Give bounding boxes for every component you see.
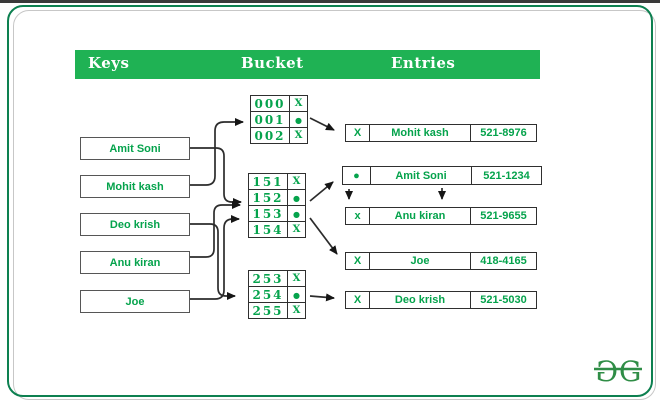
bucket-flag: X bbox=[294, 130, 303, 141]
entry-flag: X bbox=[346, 253, 370, 269]
bucket-pointer-dot: ● bbox=[293, 208, 300, 219]
bucket-index: 153 bbox=[249, 206, 288, 221]
bucket-table-151: 151 X 152 ● 153 ● 154 X bbox=[248, 173, 306, 238]
entry-name: Deo krish bbox=[370, 292, 471, 308]
bucket-row-255: 255 X bbox=[249, 303, 305, 318]
entry-phone: 521-8976 bbox=[480, 127, 527, 139]
bucket-flag: X bbox=[294, 98, 303, 109]
entry-phone: 521-5030 bbox=[480, 294, 527, 306]
entry-row-amit-soni: ● Amit Soni 521-1234 bbox=[342, 166, 542, 185]
entry-flag: x bbox=[346, 208, 370, 224]
entry-phone: 521-9655 bbox=[480, 210, 527, 222]
bucket-row-154: 154 X bbox=[249, 222, 305, 237]
frame-border bbox=[7, 5, 653, 397]
bucket-index: 253 bbox=[249, 271, 288, 286]
bucket-flag: X bbox=[292, 273, 301, 284]
bucket-row-001: 001 ● bbox=[251, 112, 307, 128]
bucket-row-254: 254 ● bbox=[249, 287, 305, 303]
logo-letter-g: G bbox=[619, 355, 641, 388]
bucket-index: 151 bbox=[249, 174, 288, 189]
bucket-pointer-dot: ● bbox=[293, 192, 300, 203]
entry-name: Joe bbox=[370, 253, 471, 269]
entry-row-anu-kiran: x Anu kiran 521-9655 bbox=[345, 207, 537, 225]
bucket-index: 255 bbox=[249, 303, 288, 318]
entry-name: Mohit kash bbox=[370, 125, 471, 141]
entry-phone: 521-1234 bbox=[483, 169, 530, 182]
bucket-table-253: 253 X 254 ● 255 X bbox=[248, 270, 306, 319]
bucket-index: 254 bbox=[249, 287, 288, 302]
geeksforgeeks-logo: G G bbox=[594, 355, 642, 388]
column-header-entries: Entries bbox=[391, 54, 456, 72]
key-box-anu-kiran: Anu kiran bbox=[80, 251, 190, 274]
bucket-index: 000 bbox=[251, 96, 290, 111]
entry-row-mohit-kash: X Mohit kash 521-8976 bbox=[345, 124, 537, 142]
key-box-deo-krish: Deo krish bbox=[80, 213, 190, 236]
bucket-row-000: 000 X bbox=[251, 96, 307, 112]
bucket-index: 154 bbox=[249, 222, 288, 237]
bucket-flag: X bbox=[292, 176, 301, 187]
bucket-row-002: 002 X bbox=[251, 128, 307, 143]
bucket-pointer-dot: ● bbox=[295, 114, 302, 125]
bucket-index: 001 bbox=[251, 112, 290, 127]
bucket-row-151: 151 X bbox=[249, 174, 305, 190]
video-top-strip bbox=[0, 0, 660, 3]
entry-pointer-dot: ● bbox=[343, 167, 371, 184]
bucket-index: 002 bbox=[251, 128, 290, 143]
column-header-bucket: Bucket bbox=[241, 54, 304, 72]
bucket-row-153: 153 ● bbox=[249, 206, 305, 222]
entry-phone: 418-4165 bbox=[480, 255, 527, 267]
key-box-mohit-kash: Mohit kash bbox=[80, 175, 190, 198]
bucket-flag: X bbox=[292, 305, 301, 316]
entry-row-joe: X Joe 418-4165 bbox=[345, 252, 537, 270]
key-box-joe: Joe bbox=[80, 290, 190, 313]
entry-flag: X bbox=[346, 125, 370, 141]
bucket-pointer-dot: ● bbox=[293, 289, 300, 300]
bucket-table-000: 000 X 001 ● 002 X bbox=[250, 95, 308, 144]
key-box-amit-soni: Amit Soni bbox=[80, 137, 190, 160]
logo-letter-mirrored-g: G bbox=[596, 355, 618, 388]
frame-shadow-border bbox=[13, 10, 656, 400]
bucket-row-253: 253 X bbox=[249, 271, 305, 287]
entry-name: Amit Soni bbox=[371, 167, 472, 184]
entry-flag: X bbox=[346, 292, 370, 308]
entry-name: Anu kiran bbox=[370, 208, 471, 224]
entry-row-deo-krish: X Deo krish 521-5030 bbox=[345, 291, 537, 309]
bucket-index: 152 bbox=[249, 190, 288, 205]
column-header-bar: Keys Bucket Entries bbox=[75, 50, 540, 79]
bucket-flag: X bbox=[292, 224, 301, 235]
bucket-row-152: 152 ● bbox=[249, 190, 305, 206]
column-header-keys: Keys bbox=[88, 54, 130, 72]
